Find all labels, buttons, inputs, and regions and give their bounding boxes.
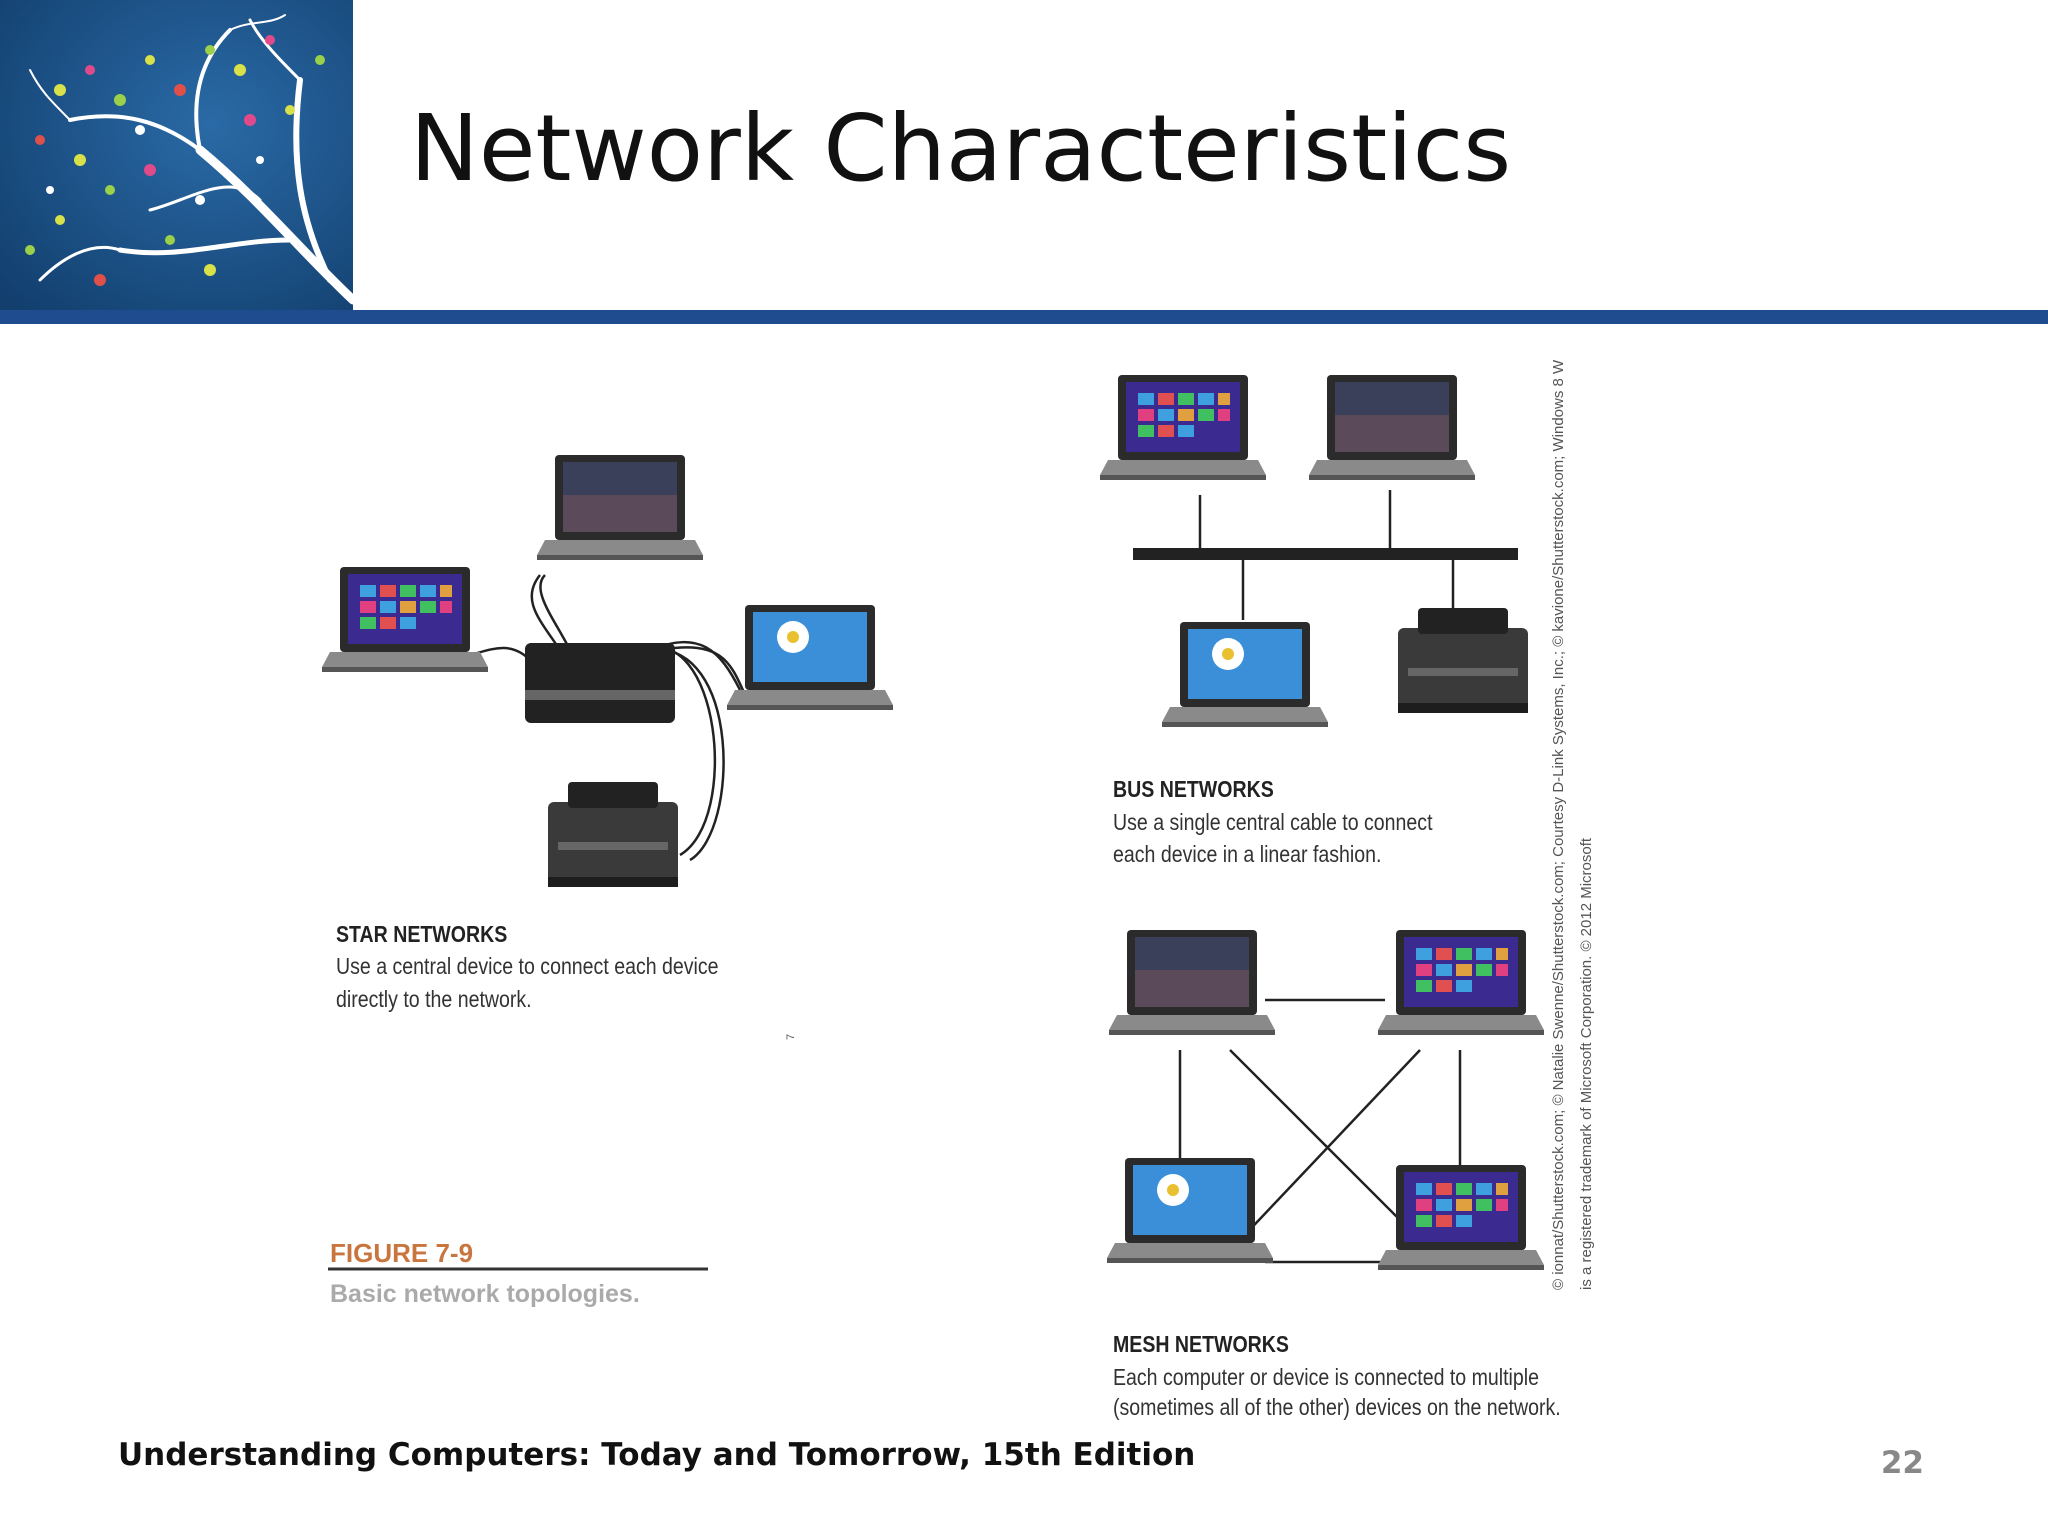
mesh-network-diagram	[1107, 930, 1544, 1270]
mesh-heading: MESH NETWORKS	[1113, 1331, 1289, 1357]
tree-logo	[0, 0, 353, 310]
footer-book-title: Understanding Computers: Today and Tomor…	[118, 1437, 1196, 1473]
header-rule-left	[0, 310, 353, 324]
mesh-line-2: (sometimes all of the other) devices on …	[1113, 1394, 1561, 1420]
bus-line-2: each device in a linear fashion.	[1113, 841, 1382, 867]
bus-network-diagram	[1100, 375, 1528, 727]
mesh-line-1: Each computer or device is connected to …	[1113, 1364, 1539, 1390]
star-line-1: Use a central device to connect each dev…	[336, 953, 719, 979]
figure-caption: Basic network topologies.	[330, 1280, 640, 1308]
photo-credit-line-2: is a registered trademark of Microsoft C…	[1578, 837, 1595, 1290]
star-heading: STAR NETWORKS	[336, 921, 508, 947]
figure-number: FIGURE 7-9	[330, 1238, 474, 1268]
bus-line-1: Use a single central cable to connect	[1113, 809, 1433, 835]
header-rule	[353, 310, 2048, 324]
network-topologies-figure	[322, 375, 1544, 1271]
star-line-2: directly to the network.	[336, 986, 532, 1012]
bus-heading: BUS NETWORKS	[1113, 776, 1274, 802]
star-network-diagram	[322, 455, 893, 887]
figure-stamp: 7	[785, 1033, 797, 1040]
photo-credit-line-1: © ionnat/Shutterstock.com; © Natalie Swe…	[1550, 359, 1567, 1290]
slide-title: Network Characteristics	[410, 95, 1512, 202]
page-number: 22	[1880, 1445, 1924, 1481]
